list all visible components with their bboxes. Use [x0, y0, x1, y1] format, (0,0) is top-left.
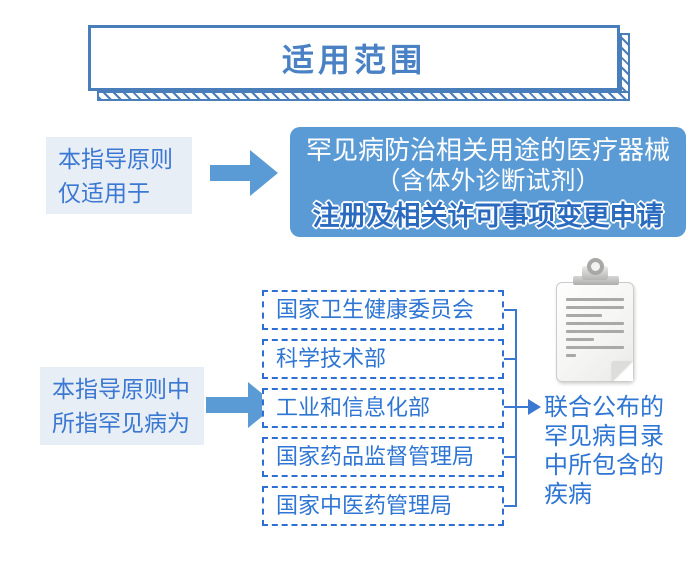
scope-source-line2: 仅适用于 [58, 180, 150, 206]
rare-disease-source-box: 本指导原则中 所指罕见病为 [40, 367, 204, 445]
agency-box: 国家卫生健康委员会 [262, 290, 504, 330]
result-line3: 中所包含的 [544, 452, 664, 479]
clipboard-icon [548, 258, 640, 386]
clipboard-board [556, 282, 634, 382]
result-line1: 联合公布的 [544, 394, 664, 421]
scope-target-line2: （含体外诊断试剂） [375, 167, 601, 195]
arrow-right-icon [206, 382, 276, 428]
result-text: 联合公布的 罕见病目录 中所包含的 疾病 [544, 393, 664, 509]
agency-box: 国家药品监督管理局 [262, 437, 504, 477]
scope-target-box: 罕见病防治相关用途的医疗器械 （含体外诊断试剂） 注册及相关许可事项变更申请 [290, 127, 686, 237]
result-line4: 疾病 [544, 481, 592, 508]
agency-box: 科学技术部 [262, 339, 504, 379]
scope-target-highlight: 注册及相关许可事项变更申请 [312, 201, 664, 231]
title-box: 适用范围 [88, 25, 620, 91]
rare-disease-source-line1: 本指导原则中 [52, 376, 190, 402]
page-title: 适用范围 [281, 42, 426, 78]
clipboard-clip [573, 276, 619, 285]
arrow-right-icon [210, 150, 278, 196]
title-hatch-shadow-bottom [97, 91, 630, 101]
arrow-right-icon [528, 399, 541, 415]
bracket-stub [504, 309, 517, 311]
bracket-stub [504, 358, 517, 360]
scope-source-line1: 本指导原则 [58, 146, 173, 172]
bracket-stub [504, 456, 517, 458]
agency-box: 国家中医药管理局 [262, 486, 504, 526]
agency-box: 工业和信息化部 [262, 388, 504, 428]
bracket-stub [504, 505, 517, 507]
bracket-connector [515, 310, 517, 507]
result-line2: 罕见病目录 [544, 423, 664, 450]
rare-disease-source-line2: 所指罕见病为 [52, 410, 190, 436]
scope-target-line1: 罕见病防治相关用途的医疗器械 [305, 135, 670, 165]
bracket-out-line [515, 406, 528, 408]
scope-source-box: 本指导原则 仅适用于 [46, 137, 192, 214]
bracket-stub [504, 406, 517, 408]
